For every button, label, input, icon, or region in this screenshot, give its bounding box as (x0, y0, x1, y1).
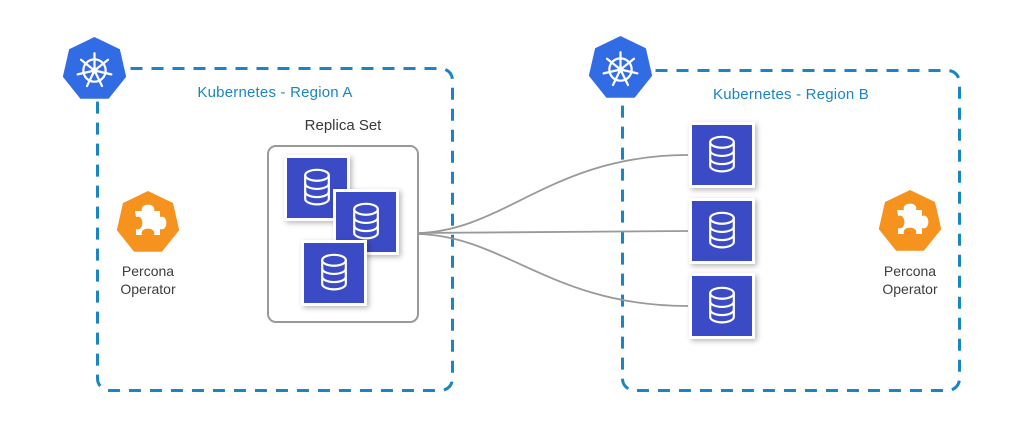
region-a-title: Kubernetes - Region A (197, 84, 353, 101)
database-node-a3 (301, 240, 367, 306)
database-cylinder-icon (321, 253, 347, 291)
kubernetes-icon (62, 37, 127, 99)
replica-set-title: Replica Set (304, 117, 382, 134)
database-cylinder-icon (709, 286, 735, 324)
percona-operator-label-line1: Percona (883, 263, 937, 279)
kubernetes-icon (588, 36, 653, 98)
percona-operator-label-line2: Operator (882, 281, 938, 297)
database-node-b3 (689, 273, 755, 339)
database-node-b1 (689, 122, 755, 188)
percona-operator-label-line1: Percona (121, 263, 175, 279)
percona-operator-icon (116, 191, 180, 252)
database-node-b2 (689, 198, 755, 264)
replication-link-top (417, 154, 689, 234)
percona-operator-icon (878, 190, 942, 251)
region-b-title: Kubernetes - Region B (713, 86, 869, 103)
replication-link-bottom (417, 233, 689, 307)
replication-link-middle (417, 230, 689, 234)
percona-operator-label-b: Percona Operator (860, 262, 960, 298)
percona-operator-label-line2: Operator (120, 281, 176, 297)
database-cylinder-icon (709, 211, 735, 249)
database-cylinder-icon (709, 135, 735, 173)
percona-operator-label-a: Percona Operator (98, 262, 198, 298)
